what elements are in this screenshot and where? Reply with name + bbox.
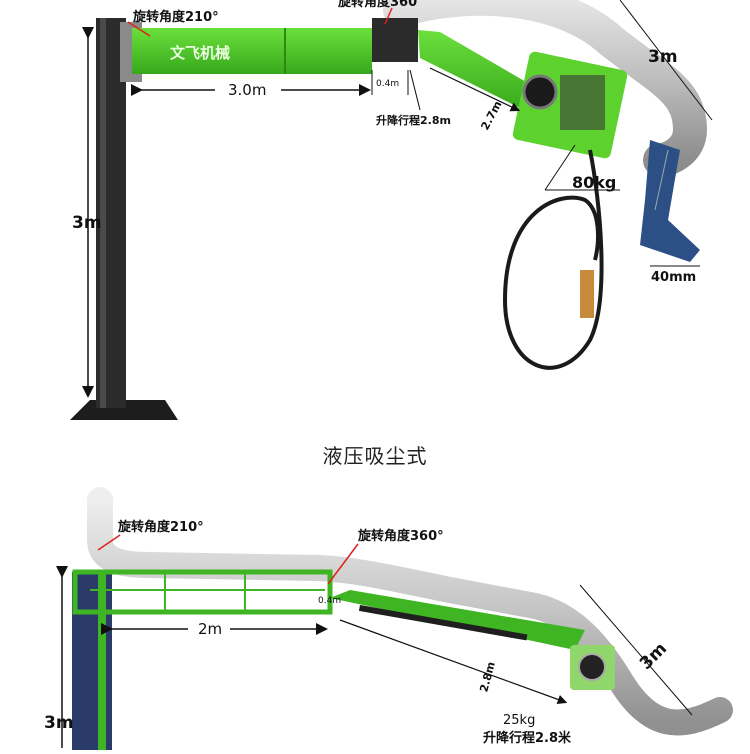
top-diagram: 3m 40mm 3m 文飞机械 3.0m 0.4m 升降行程2.8m 2.7m … (70, 0, 713, 420)
arm2-length-arrow (339, 619, 568, 705)
hose-length-label: 3m (648, 47, 678, 67)
rotation-right-label: 旋转角度360 (337, 0, 417, 10)
arm-length-label: 3.0m (228, 81, 266, 99)
suction-hose (87, 487, 733, 736)
bottom-diagram-svg: 3m 2m 0.4m 2.8m 3m 25kg 升降行程2.8米 旋转角度210… (44, 487, 733, 752)
hose-length-line (619, 0, 713, 121)
lift-stroke-label: 升降行程2.8m (376, 113, 451, 127)
feeder-panel (560, 75, 605, 130)
weight-label: 80kg (572, 173, 616, 192)
column-height-label: 3m (44, 713, 74, 733)
bottom-diagram: 3m 2m 0.4m 2.8m 3m 25kg 升降行程2.8米 旋转角度210… (0, 480, 750, 752)
wire-spool (578, 653, 606, 681)
weight-leader (544, 144, 576, 191)
rotation-left-label: 旋转角度210° (132, 9, 219, 25)
arm2-length-arrow (429, 67, 521, 112)
joint-gap-label: 0.4m (376, 79, 399, 89)
arm2-length-label: 2.7m (478, 99, 504, 132)
rotation-left-pointer (127, 21, 151, 37)
lift-stroke-line (409, 69, 421, 111)
top-diagram-svg: 3m 40mm 3m 文飞机械 3.0m 0.4m 升降行程2.8m 2.7m … (70, 0, 713, 420)
rotation-left-pointer (97, 534, 121, 551)
rotation-right-label: 旋转角度360° (357, 528, 444, 544)
rotation-right-pointer (327, 543, 359, 585)
hose-length-line (579, 584, 693, 716)
arm-joint (372, 18, 418, 62)
weight-label: 25kg (503, 713, 535, 728)
gas-spring (358, 605, 528, 641)
arm-length-bg (188, 617, 230, 639)
welding-torch (580, 270, 594, 318)
nozzle-size-label: 40mm (651, 270, 696, 285)
suction-hose (383, 0, 708, 177)
rotation-right-pointer (384, 7, 393, 25)
main-arm (132, 28, 372, 74)
mode-caption: 液压吸尘式 (322, 444, 428, 468)
lift-stroke-label: 升降行程2.8米 (483, 730, 572, 746)
suction-nozzle (640, 140, 700, 262)
arm-length-bg (215, 78, 281, 100)
second-arm (418, 30, 540, 112)
joint-gap-label: 0.4m (318, 596, 341, 606)
column-stripe (98, 572, 106, 752)
column-height-label: 3m (72, 213, 102, 233)
arm-length-label: 2m (198, 620, 222, 638)
rotation-left-label: 旋转角度210° (117, 519, 204, 535)
brand-label: 文飞机械 (170, 44, 230, 62)
hose-length-label: 3m (636, 639, 671, 674)
wire-spool (522, 74, 558, 110)
nozzle-edge (654, 149, 669, 211)
welding-cable (502, 149, 604, 370)
main-arm (72, 569, 333, 615)
column-highlight (100, 18, 106, 408)
